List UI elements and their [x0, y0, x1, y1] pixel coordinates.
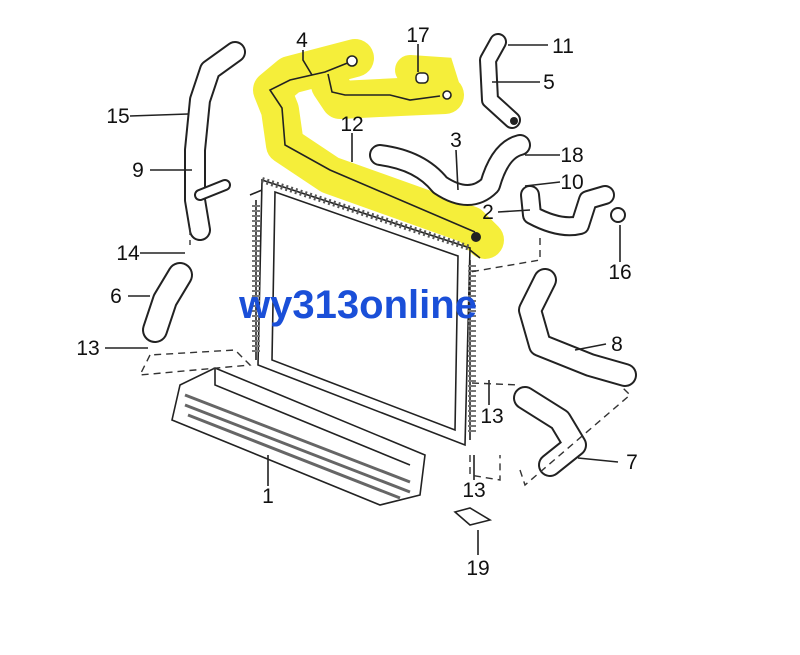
callout-5: 5: [543, 71, 555, 94]
hose-7: [513, 386, 587, 477]
callout-18: 18: [560, 144, 583, 167]
hose-6: [142, 262, 193, 343]
callout-13: 13: [480, 405, 503, 428]
callout-14: 14: [116, 242, 140, 265]
callout-1: 1: [262, 485, 274, 508]
hose-2: [520, 185, 615, 237]
clamp-16: [610, 207, 626, 223]
callout-19: 19: [466, 557, 489, 580]
hose-9: [184, 41, 246, 241]
leader-lines: [105, 44, 621, 555]
callout-10: 10: [560, 171, 583, 194]
hose-5: [479, 33, 521, 129]
callout-13: 13: [76, 337, 99, 360]
intercooler-1: [171, 367, 426, 506]
callout-9: 9: [132, 159, 144, 182]
callout-11: 11: [552, 35, 574, 58]
callout-16: 16: [608, 261, 631, 284]
radiator: [249, 177, 481, 447]
pipe-4: [268, 55, 481, 242]
watermark: wy313online: [238, 283, 477, 327]
callout-15: 15: [106, 105, 129, 128]
callout-7: 7: [626, 451, 638, 474]
callout-13: 13: [462, 479, 485, 502]
bracket-19: [453, 507, 493, 526]
dashed-guides: [138, 228, 632, 487]
hose-8: [518, 268, 637, 387]
callout-12: 12: [340, 113, 363, 136]
callout-6: 6: [110, 285, 122, 308]
callout-2: 2: [482, 201, 494, 224]
hose-3: [369, 134, 531, 206]
callout-17: 17: [406, 24, 429, 47]
callout-4: 4: [296, 29, 308, 52]
callout-8: 8: [611, 333, 623, 356]
callouts: 4 17 11 5 12 3 18 10 2 16 15 9 14 6 13 8…: [76, 24, 638, 580]
callout-3: 3: [450, 129, 462, 152]
